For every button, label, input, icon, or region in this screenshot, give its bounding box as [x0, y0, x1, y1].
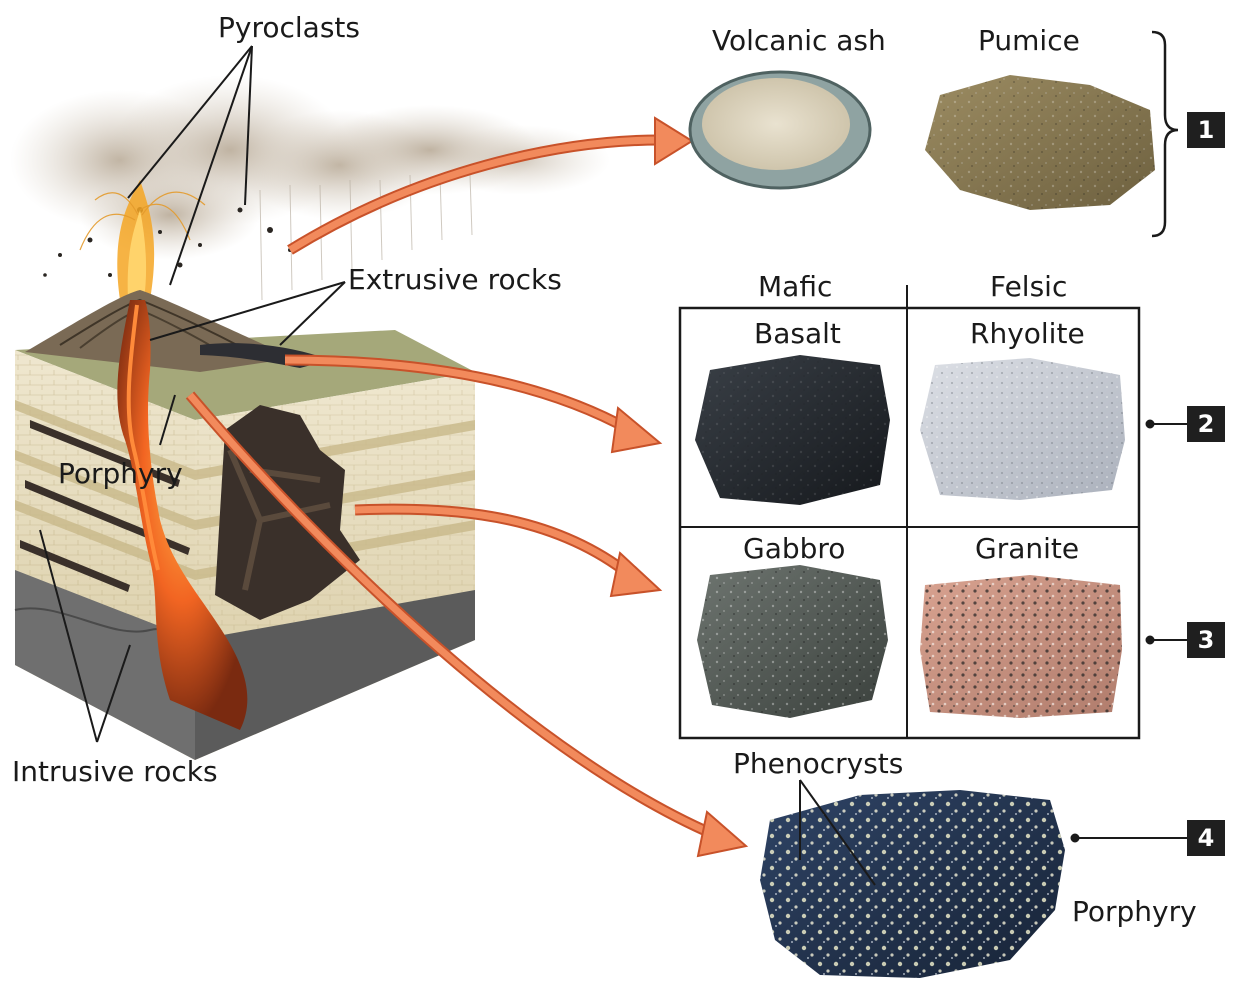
granite-label: Granite [975, 532, 1080, 565]
pyroclasts-label: Pyroclasts [218, 11, 360, 44]
volcanic-ash-label: Volcanic ash [712, 24, 886, 57]
rhyolite-label: Rhyolite [970, 317, 1085, 350]
group-leaders [1070, 419, 1187, 843]
phenocryst-pointers [799, 779, 876, 886]
group-4-badge: 4 [1187, 820, 1225, 856]
basalt-label: Basalt [754, 317, 841, 350]
group-3-badge: 3 [1187, 622, 1225, 658]
pumice-label: Pumice [978, 24, 1080, 57]
rhyolite-sample [920, 358, 1125, 500]
basalt-sample [695, 355, 890, 505]
rock-table [678, 306, 1141, 740]
arrow-pyroclasts [287, 116, 694, 255]
lava-fountain [79, 180, 206, 300]
gabbro-label: Gabbro [743, 532, 846, 565]
geologic-block [14, 290, 475, 760]
porphyry-sample-label: Porphyry [1072, 895, 1197, 928]
arrow-porphyry [185, 391, 749, 858]
pointer-lines [39, 45, 346, 743]
pumice-sample [925, 75, 1155, 210]
volcanic-ash-sample [688, 70, 872, 190]
porphyry-block-label: Porphyry [58, 457, 183, 490]
granite-sample [920, 575, 1122, 718]
extrusive-rocks-label: Extrusive rocks [348, 263, 562, 296]
felsic-label: Felsic [990, 270, 1068, 303]
phenocrysts-label: Phenocrysts [733, 747, 904, 780]
arrow-extrusive [284, 354, 663, 454]
intrusive-rocks-label: Intrusive rocks [12, 755, 218, 788]
bracket-group-1 [1151, 30, 1179, 238]
porphyry-sample [760, 790, 1065, 978]
group-2-badge: 2 [1187, 406, 1225, 442]
group-1-badge: 1 [1187, 112, 1225, 148]
mafic-label: Mafic [758, 270, 833, 303]
arrow-intrusive [354, 503, 663, 598]
gabbro-sample [697, 565, 888, 718]
